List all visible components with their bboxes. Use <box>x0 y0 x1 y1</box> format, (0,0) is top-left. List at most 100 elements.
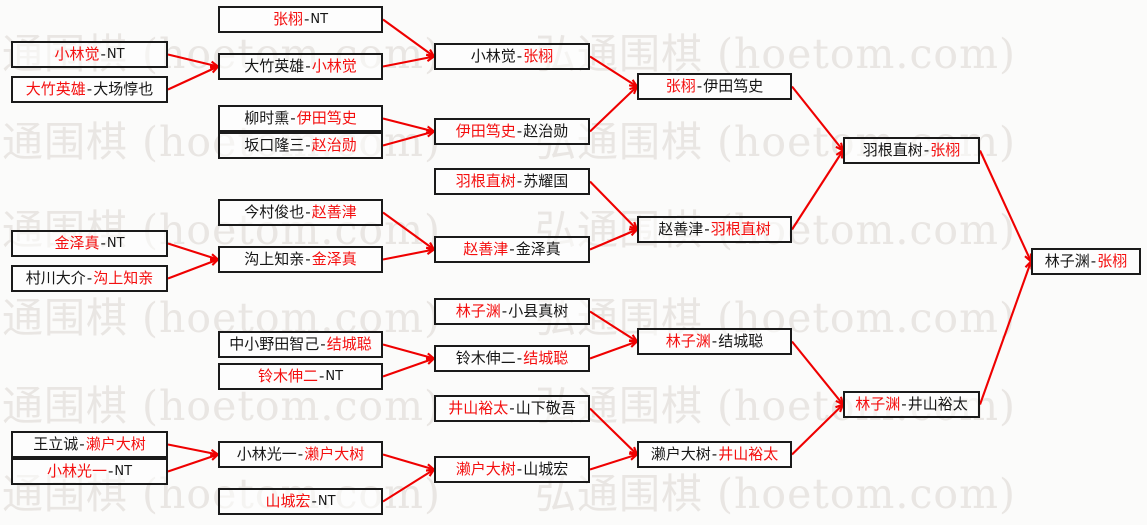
connector-line <box>167 258 219 280</box>
connector-line <box>589 407 638 456</box>
connector-arrowhead <box>628 339 638 343</box>
match-box[interactable]: 张栩-NT <box>218 6 383 33</box>
connector-line <box>979 261 1032 405</box>
player-winner: 羽根直树 <box>710 220 771 238</box>
connector-line <box>791 340 844 406</box>
connector-line <box>589 310 638 343</box>
match-box[interactable]: 柳时熏-伊田笃史 <box>218 105 383 132</box>
match-box[interactable]: 羽根直树-张栩 <box>843 137 980 164</box>
player-loser: 沟上知亲 <box>244 250 305 268</box>
match-box[interactable]: 张栩-伊田笃史 <box>637 73 792 100</box>
player-winner: 井山裕太 <box>448 399 509 417</box>
player-winner: 铃木伸二 <box>257 367 318 385</box>
match-box[interactable]: 羽根直树-苏耀国 <box>434 168 590 195</box>
player-loser: 苏耀国 <box>523 172 569 190</box>
player-separator: - <box>297 445 304 463</box>
connector-arrowhead <box>629 85 638 91</box>
player-separator: - <box>290 109 296 127</box>
player-winner: 伊田笃史 <box>455 122 516 140</box>
player-loser: 赵善津 <box>658 220 704 238</box>
player-winner: 张栩 <box>665 77 696 95</box>
player-winner: 张栩 <box>1097 252 1128 270</box>
player-separator: - <box>318 367 325 385</box>
match-box[interactable]: 铃木伸二-NT <box>218 363 383 390</box>
player-loser: 小林觉 <box>470 47 516 65</box>
player-winner: 井山裕太 <box>718 445 779 463</box>
connector-line <box>382 130 435 147</box>
connector-arrowhead <box>209 65 219 69</box>
player-separator: - <box>711 445 718 463</box>
player-loser: 中小野田智己 <box>229 335 320 353</box>
player-winner: 赵治勋 <box>311 136 357 154</box>
player-winner: 结城聪 <box>326 335 372 353</box>
match-box[interactable]: 铃木伸二-结城聪 <box>434 345 590 372</box>
player-separator: - <box>311 492 317 510</box>
player-winner: 山城宏 <box>265 492 311 510</box>
match-box[interactable]: 沟上知亲-金泽真 <box>218 246 383 273</box>
match-box[interactable]: 伊田笃史-赵治勋 <box>434 118 590 145</box>
connector-line <box>791 149 844 231</box>
connector-line <box>382 55 435 68</box>
player-winner: 张栩 <box>523 47 554 65</box>
player-separator: - <box>1090 252 1097 270</box>
connector-line <box>167 453 219 473</box>
match-box[interactable]: 濑户大树-山城宏 <box>434 456 590 483</box>
connector-arrowhead <box>628 452 638 456</box>
connector-line <box>382 18 435 58</box>
player-winner: 沟上知亲 <box>93 269 154 287</box>
connector-line <box>589 85 638 133</box>
connector-line <box>382 117 435 133</box>
match-box[interactable]: 井山裕太-山下敬吾 <box>434 395 590 422</box>
match-box[interactable]: 王立诚-濑户大树 <box>11 431 168 458</box>
player-winner: 小林光一 <box>46 462 107 480</box>
player-separator: - <box>100 45 106 63</box>
match-box[interactable]: 坂口隆三-赵治勋 <box>218 132 383 159</box>
player-winner: 张栩 <box>930 141 961 159</box>
connector-line <box>589 340 638 360</box>
connector-line <box>589 453 638 471</box>
match-box[interactable]: 大竹英雄-大场惇也 <box>11 76 168 103</box>
connector-arrowhead <box>629 450 638 456</box>
player-winner: 小林觉 <box>54 45 100 63</box>
connector-arrowhead <box>425 468 435 472</box>
player-loser: 濑户大树 <box>650 445 711 463</box>
connector-line <box>979 150 1032 262</box>
match-box[interactable]: 今村俊也-赵善津 <box>218 199 383 226</box>
match-box[interactable]: 小林光一-濑户大树 <box>218 441 383 468</box>
player-loser: 结城聪 <box>718 332 764 350</box>
match-box[interactable]: 小林觉-张栩 <box>434 43 590 70</box>
connector-arrowhead <box>835 399 844 406</box>
player-separator: - <box>509 399 515 417</box>
player-loser: NT <box>106 236 125 251</box>
player-winner: 濑户大树 <box>85 435 146 453</box>
player-winner: 赵善津 <box>463 240 509 258</box>
match-box[interactable]: 金泽真-NT <box>11 230 168 257</box>
match-box[interactable]: 林子渊-结城聪 <box>637 328 792 355</box>
connector-line <box>382 343 435 360</box>
player-separator: - <box>305 136 311 154</box>
player-separator: - <box>107 462 114 480</box>
player-loser: 王立诚 <box>33 435 79 453</box>
match-box[interactable]: 濑户大树-井山裕太 <box>637 441 792 468</box>
connector-arrowhead <box>425 246 435 251</box>
connector-arrowhead <box>425 53 435 58</box>
match-box[interactable]: 赵善津-金泽真 <box>434 236 590 263</box>
match-box[interactable]: 林子渊-小县真树 <box>434 298 590 325</box>
match-box[interactable]: 村川大介-沟上知亲 <box>11 265 168 292</box>
match-box[interactable]: 小林光一-NT <box>11 458 168 485</box>
match-box[interactable]: 林子渊-井山裕太 <box>843 391 980 418</box>
match-box[interactable]: 大竹英雄-小林觉 <box>218 53 383 80</box>
player-winner: 林子渊 <box>455 302 501 320</box>
player-winner: 金泽真 <box>54 234 100 252</box>
player-separator: - <box>516 460 523 478</box>
connector-line <box>167 242 219 261</box>
match-box[interactable]: 山城宏-NT <box>218 488 383 515</box>
connector-line <box>791 85 844 152</box>
player-loser: 大场惇也 <box>93 80 154 98</box>
connector-arrowhead <box>209 453 219 458</box>
player-loser: NT <box>106 47 125 62</box>
match-box[interactable]: 小林觉-NT <box>11 41 168 68</box>
match-box[interactable]: 赵善津-羽根直树 <box>637 216 792 243</box>
match-box[interactable]: 中小野田智己-结城聪 <box>218 331 383 358</box>
match-box[interactable]: 林子渊-张栩 <box>1031 248 1141 275</box>
